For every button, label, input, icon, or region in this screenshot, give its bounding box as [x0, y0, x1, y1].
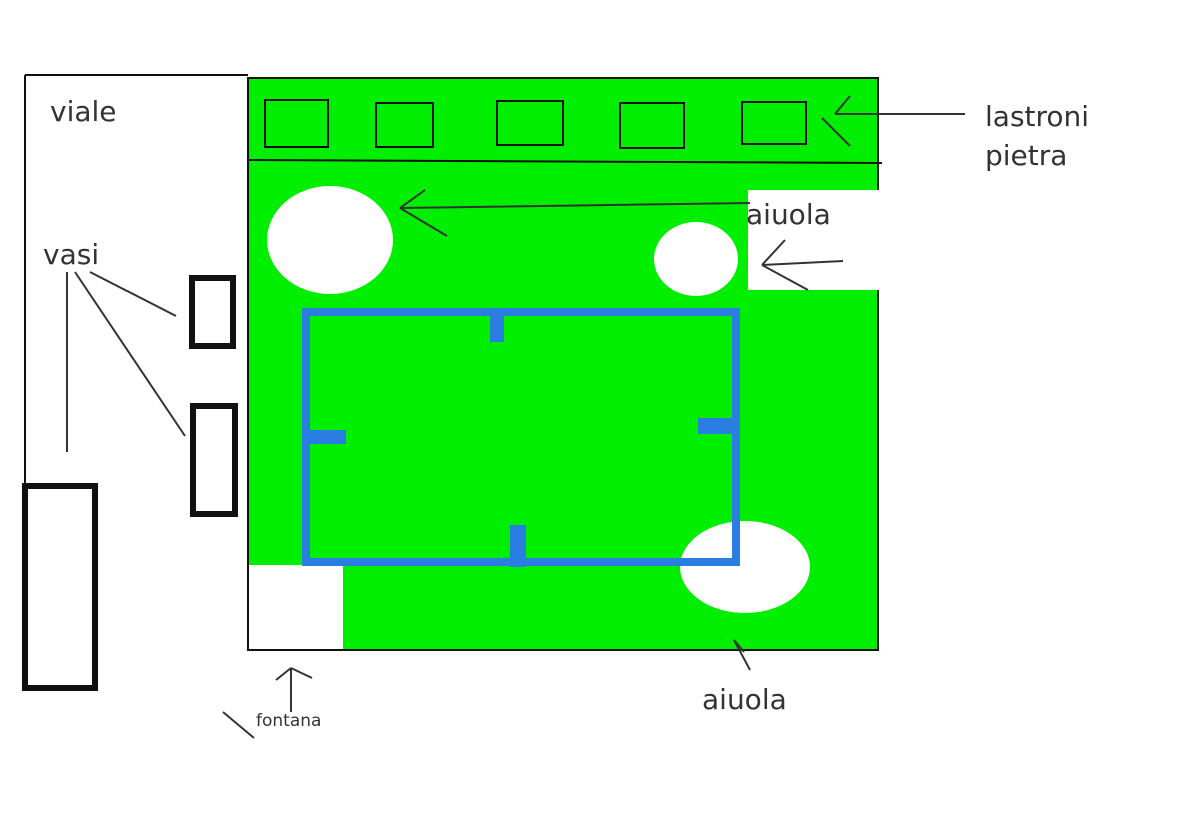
vaso-large — [22, 483, 98, 691]
flowerbed-small — [654, 222, 738, 296]
fontana-square — [249, 565, 343, 649]
vaso-middle — [190, 403, 238, 517]
pool-step — [306, 430, 346, 444]
stone-slab — [264, 99, 329, 148]
label-pietra: pietra — [985, 139, 1067, 172]
stone-slab — [619, 102, 685, 149]
pointer-arrows — [66, 95, 965, 739]
vasi-pots — [22, 275, 238, 691]
flowerbed-bottom — [680, 521, 810, 613]
notch-white-area — [748, 190, 883, 290]
pool-step — [698, 418, 736, 434]
stone-slab — [741, 101, 807, 145]
pool — [302, 308, 740, 567]
label-aiuola-top: aiuola — [746, 198, 831, 231]
vaso-top — [189, 275, 236, 349]
stone-slab — [496, 100, 564, 146]
label-vasi: vasi — [43, 238, 99, 271]
stone-slabs — [264, 99, 807, 149]
pool-step — [510, 525, 526, 567]
viale-area — [24, 74, 248, 488]
pool-step — [490, 312, 504, 342]
stone-slab — [375, 102, 434, 148]
flowerbed-large — [267, 186, 393, 294]
label-viale: viale — [50, 95, 117, 128]
label-lastroni: lastroni — [985, 100, 1089, 133]
label-fontana: fontana — [256, 711, 321, 731]
slab-strip-divider — [247, 159, 883, 164]
label-aiuola-bottom: aiuola — [702, 683, 787, 716]
